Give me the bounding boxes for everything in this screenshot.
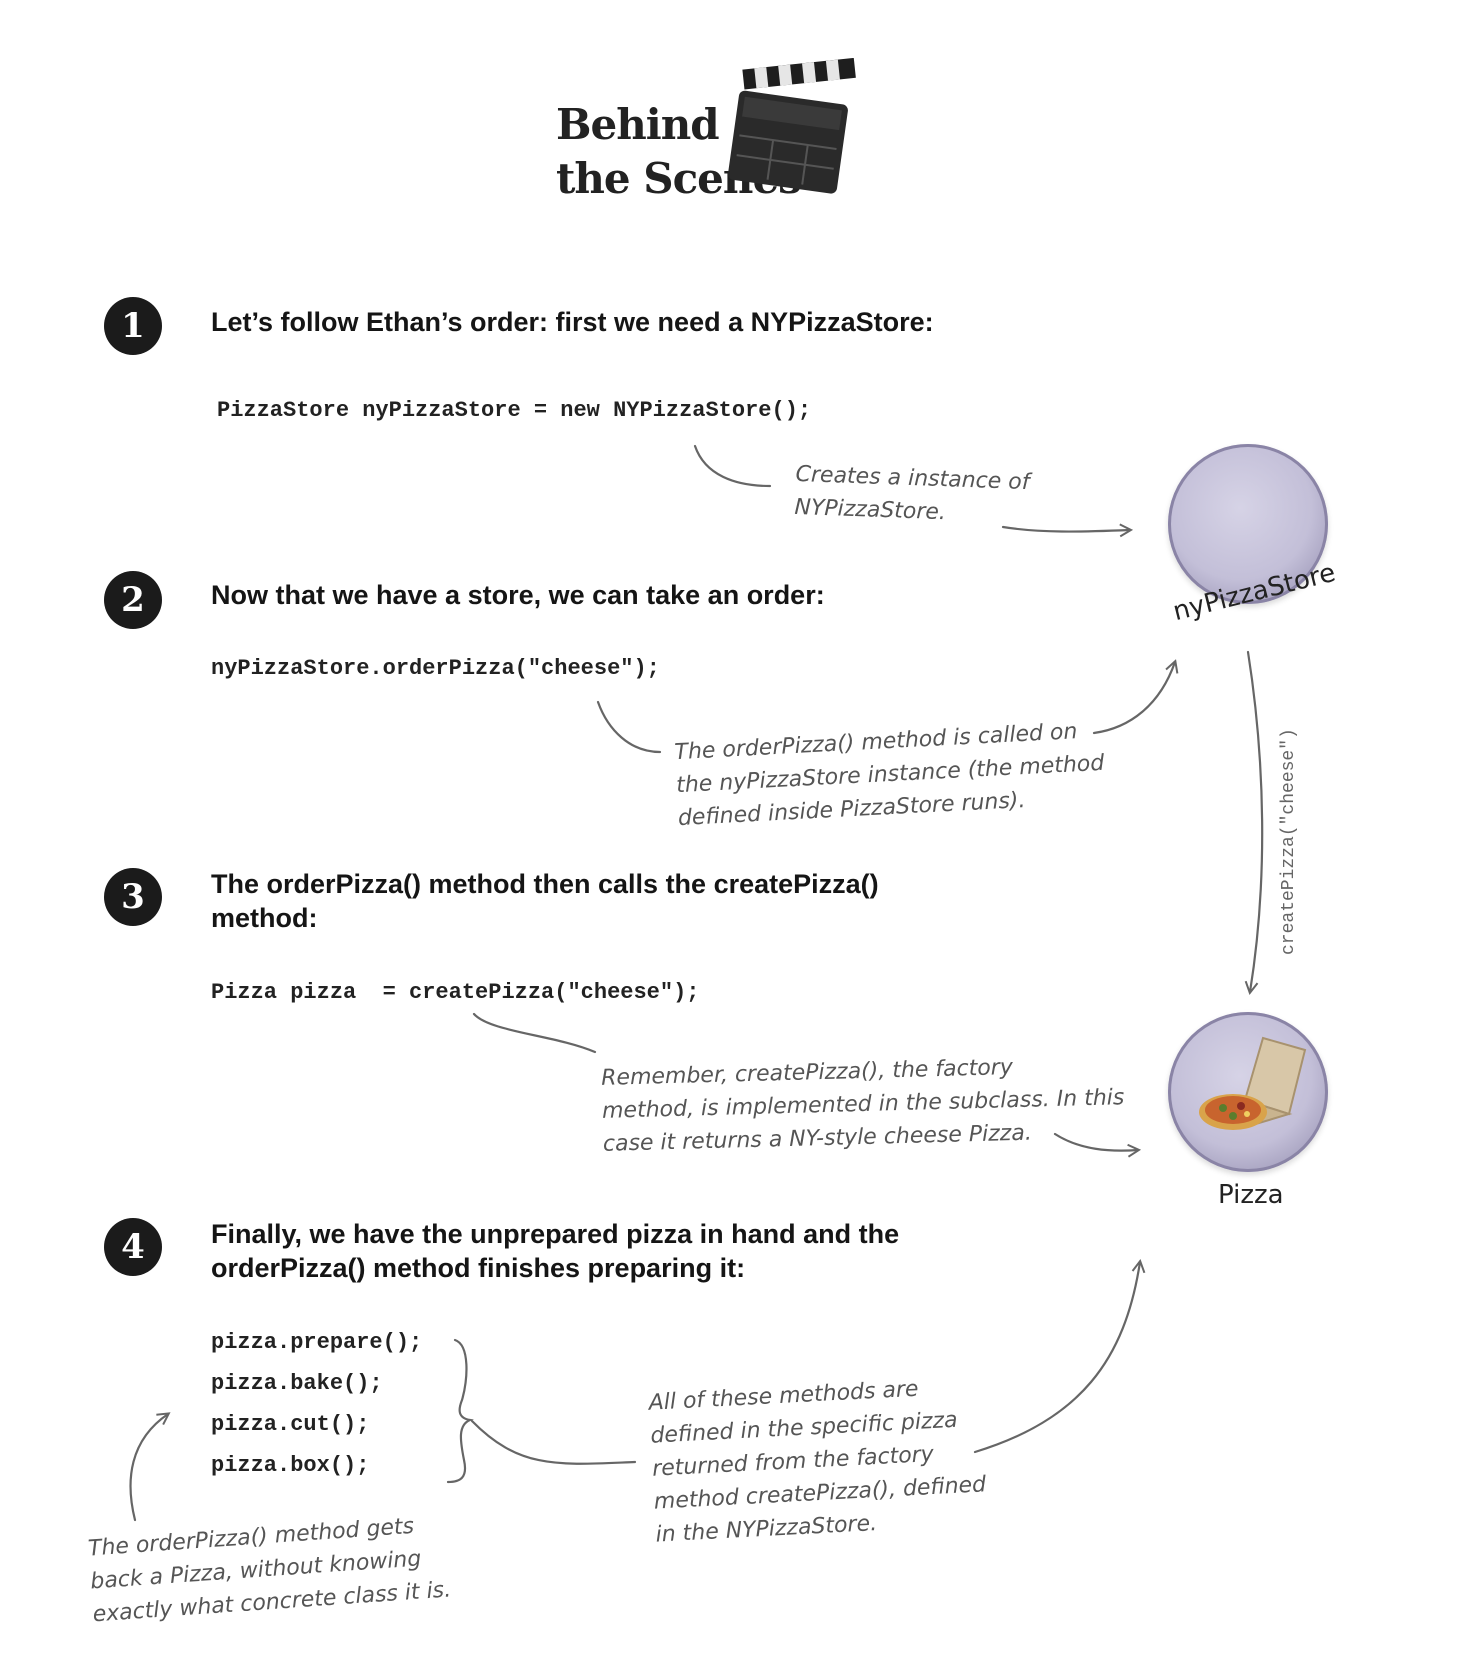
step-1-heading: Let’s follow Ethan’s order: first we nee…	[211, 307, 934, 337]
step-3-heading-line-2: method:	[211, 903, 318, 933]
title-line-1: Behind	[556, 100, 720, 149]
step-2-code: nyPizzaStore.orderPizza("cheese");	[211, 656, 660, 681]
leader-line-step-4	[470, 1419, 637, 1465]
step-2-heading: Now that we have a store, we can take an…	[211, 580, 825, 610]
arrow-gets-back-pizza	[129, 1414, 168, 1522]
step-number-2: 2	[104, 571, 162, 629]
step-4-heading-line-2: orderPizza() method finishes preparing i…	[211, 1253, 746, 1283]
nypizzastore-object-circle	[1168, 444, 1328, 604]
brace-step-4	[446, 1338, 474, 1484]
arrow-createpizza-call	[1248, 650, 1264, 992]
clapperboard-icon	[728, 58, 856, 194]
arrow-methods-to-pizza	[973, 1262, 1140, 1454]
leader-line-step-3	[472, 1012, 597, 1054]
step-1-code: PizzaStore nyPizzaStore = new NYPizzaSto…	[217, 398, 812, 423]
pizza-label: Pizza	[1218, 1180, 1284, 1210]
step-4-code-box: pizza.box();	[211, 1453, 370, 1478]
step-4-code-cut: pizza.cut();	[211, 1412, 370, 1437]
step-number-3: 3	[104, 868, 162, 926]
step-4-code-bake: pizza.bake();	[211, 1371, 383, 1396]
arrow-to-pizza	[1053, 1132, 1138, 1151]
pizza-box-icon	[1199, 1036, 1307, 1130]
step-number-1: 1	[104, 297, 162, 355]
step-4-heading-line-1: Finally, we have the unprepared pizza in…	[211, 1219, 900, 1249]
step-3-code: Pizza pizza = createPizza("cheese");	[211, 980, 700, 1005]
step-4-code-prepare: pizza.prepare();	[211, 1330, 423, 1355]
step-3-heading-line-1: The orderPizza() method then calls the c…	[211, 869, 879, 899]
step-number-4: 4	[104, 1218, 162, 1276]
arrow-orderpizza-to-store	[1092, 662, 1175, 735]
arrow-to-nypizzastore	[1001, 527, 1130, 532]
leader-line-step-1	[693, 444, 772, 488]
leader-line-step-2	[596, 700, 662, 754]
